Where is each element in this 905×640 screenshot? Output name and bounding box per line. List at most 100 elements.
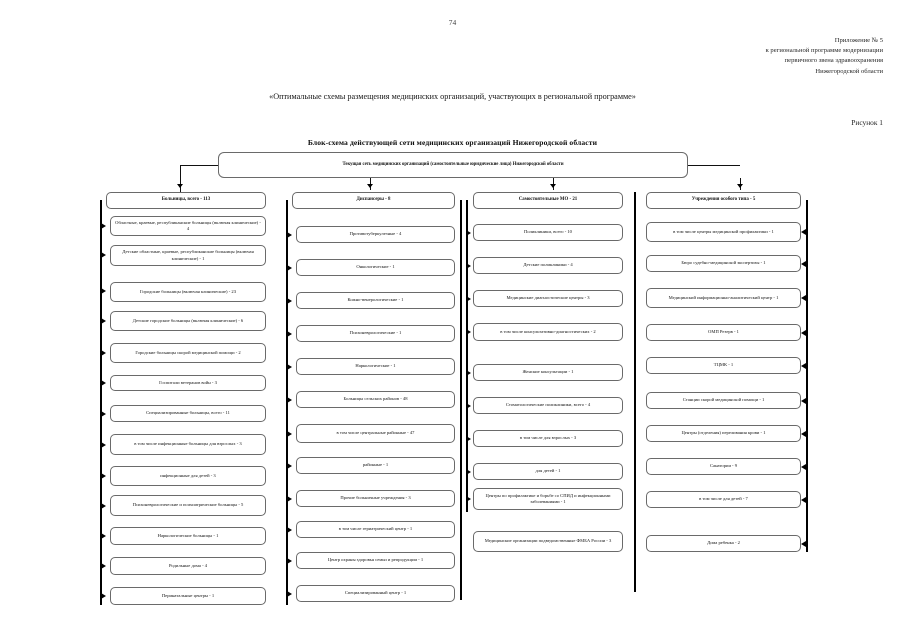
- column-1-item-11: Родильные дома - 4: [110, 557, 266, 575]
- column-1-arrow-1: [101, 252, 106, 258]
- column-3-arrow-1: [466, 263, 471, 269]
- column-1-item-6: Специализированные больницы, всего - 11: [110, 405, 266, 422]
- column-3-arrow-4: [466, 370, 471, 376]
- column-2-item-11: Специализированный центр - 1: [296, 585, 455, 602]
- appendix-line-3: первичного звена здравоохранения: [784, 57, 883, 65]
- column-3-arrow-0: [466, 230, 471, 236]
- column-3-item-4: Женские консультации - 1: [473, 364, 623, 381]
- column-2-arrow-8: [287, 496, 292, 502]
- column-3-spine: [466, 200, 468, 512]
- column-3-arrow-6: [466, 436, 471, 442]
- column-1-item-3: Детские городские больницы (включая клин…: [110, 311, 266, 331]
- column-1-item-2: Городские больницы (включая клинические)…: [110, 282, 266, 302]
- column-2-item-2: Кожно-венерологические - 1: [296, 292, 455, 309]
- column-4-item-7: Санатории - 9: [646, 458, 801, 475]
- column-2-arrow-4: [287, 364, 292, 370]
- column-1-arrow-11: [101, 563, 106, 569]
- column-4-arrow-5: [801, 398, 806, 404]
- column-2-item-7: районные - 1: [296, 457, 455, 474]
- column-3-footer: Медицинские организации подведомственные…: [473, 531, 623, 552]
- column-2-item-9: в том числе гериатрический центр - 1: [296, 521, 455, 538]
- column-2-arrow-7: [287, 463, 292, 469]
- column-4-spine: [806, 200, 808, 552]
- column-1-item-12: Перинатальные центры - 1: [110, 587, 266, 605]
- column-4-arrow-3: [801, 330, 806, 336]
- column-1-header: Больницы, всего - 113: [106, 192, 266, 209]
- column-2-header: Диспансеры - 8: [292, 192, 455, 209]
- appendix-line-1: Приложение № 5: [834, 37, 883, 44]
- column-2-arrow-9: [287, 527, 292, 533]
- column-4-item-9: Дома ребенка - 2: [646, 535, 801, 552]
- column-4-arrow-7: [801, 464, 806, 470]
- column-2-right-spine: [460, 200, 462, 600]
- column-3-item-1: Детские поликлиники - 4: [473, 257, 623, 274]
- column-4-item-4: ТЦМК - 1: [646, 357, 801, 374]
- column-1-arrow-2: [101, 288, 106, 294]
- column-3-arrow-8: [466, 496, 471, 502]
- column-1-arrow-4: [101, 350, 106, 356]
- feed-arrow-col-1: [177, 184, 183, 188]
- column-3-item-6: в том числе для взрослых - 3: [473, 430, 623, 447]
- column-2-item-1: Онкологические - 1: [296, 259, 455, 276]
- column-2-item-0: Противотуберкулезные - 4: [296, 226, 455, 243]
- column-3-item-3: в том числе консультативно-диагностическ…: [473, 323, 623, 341]
- column-1-arrow-9: [101, 503, 106, 509]
- column-3-header: Самостоятельные МО - 21: [473, 192, 623, 209]
- appendix-line-2: к региональной программе модернизации: [765, 47, 883, 55]
- diagram-title: Блок-схема действующей сети медицинских …: [307, 138, 598, 147]
- column-3-item-2: Медицинские диагностические центры - 3: [473, 290, 623, 307]
- column-2-arrow-0: [287, 232, 292, 238]
- column-2-arrow-6: [287, 431, 292, 437]
- column-1-item-9: Психоневрологические и психиатрические б…: [110, 495, 266, 516]
- column-4-arrow-1: [801, 261, 806, 267]
- column-4-item-1: Бюро судебно-медицинской экспертизы - 1: [646, 255, 801, 272]
- column-3-item-5: Стоматологические поликлиники, всего - 4: [473, 397, 623, 414]
- page-number: 74: [448, 18, 457, 27]
- column-1-arrow-3: [101, 318, 106, 324]
- column-4-arrow-6: [801, 431, 806, 437]
- document-title: «Оптимальные схемы размещения медицински…: [269, 92, 636, 101]
- column-2-item-3: Психоневрологические - 1: [296, 325, 455, 342]
- column-3-item-7: для детей - 1: [473, 463, 623, 480]
- column-4-header: Учреждения особого типа - 5: [646, 192, 801, 209]
- column-4-item-3: ОМП Резерв - 1: [646, 324, 801, 341]
- feed-arrow-col-3: [550, 184, 556, 188]
- column-1-item-8: инфекционные для детей - 3: [110, 466, 266, 486]
- column-4-arrow-8: [801, 497, 806, 503]
- column-1-item-5: Госпитали ветеранов войн - 3: [110, 375, 266, 391]
- column-2-arrow-2: [287, 298, 292, 304]
- column-3-item-8: Центры по профилактике и борьбе со СПИД …: [473, 488, 623, 510]
- column-2-item-10: Центр охраны здоровья семьи и репродукци…: [296, 552, 455, 569]
- column-2-item-4: Наркологические - 1: [296, 358, 455, 375]
- column-1-arrow-10: [101, 533, 106, 539]
- root-bus-line: [180, 165, 218, 166]
- column-4-arrow-4: [801, 363, 806, 369]
- root-node: Текущая сеть медицинских организаций (са…: [218, 152, 688, 178]
- column-2-spine: [286, 200, 288, 605]
- root-line-2: Нижегородской области: [512, 161, 564, 167]
- column-1-item-4: Городские больницы скорой медицинской по…: [110, 343, 266, 363]
- column-4-item-2: Медицинский информационно-аналитический …: [646, 288, 801, 308]
- column-1-arrow-5: [101, 380, 106, 386]
- column-3-item-0: Поликлиники, всего - 10: [473, 224, 623, 241]
- column-4-arrow-0: [801, 229, 806, 235]
- column-1-arrow-12: [101, 593, 106, 599]
- column-1-spine: [100, 200, 102, 605]
- column-3-arrow-5: [466, 403, 471, 409]
- appendix-header: Приложение № 5 к региональной программе …: [623, 36, 883, 77]
- column-4-item-0: в том числе центры медицинской профилакт…: [646, 222, 801, 242]
- column-2-arrow-3: [287, 331, 292, 337]
- column-1-arrow-8: [101, 473, 106, 479]
- column-4-item-6: Центры (отделения) переливания крови - 1: [646, 425, 801, 442]
- column-2-arrow-10: [287, 558, 292, 564]
- column-2-arrow-1: [287, 265, 292, 271]
- feed-arrow-col-4: [737, 184, 743, 188]
- figure-label: Рисунок 1: [851, 118, 883, 127]
- column-1-item-0: Областные, краевые, республиканские боль…: [110, 216, 266, 236]
- column-2-arrow-5: [287, 397, 292, 403]
- column-1-arrow-0: [101, 223, 106, 229]
- column-3-arrow-7: [466, 469, 471, 475]
- column-2-item-6: в том числе центральные районные - 47: [296, 424, 455, 443]
- column-4-item-5: Станции скорой медицинской помощи - 1: [646, 392, 801, 409]
